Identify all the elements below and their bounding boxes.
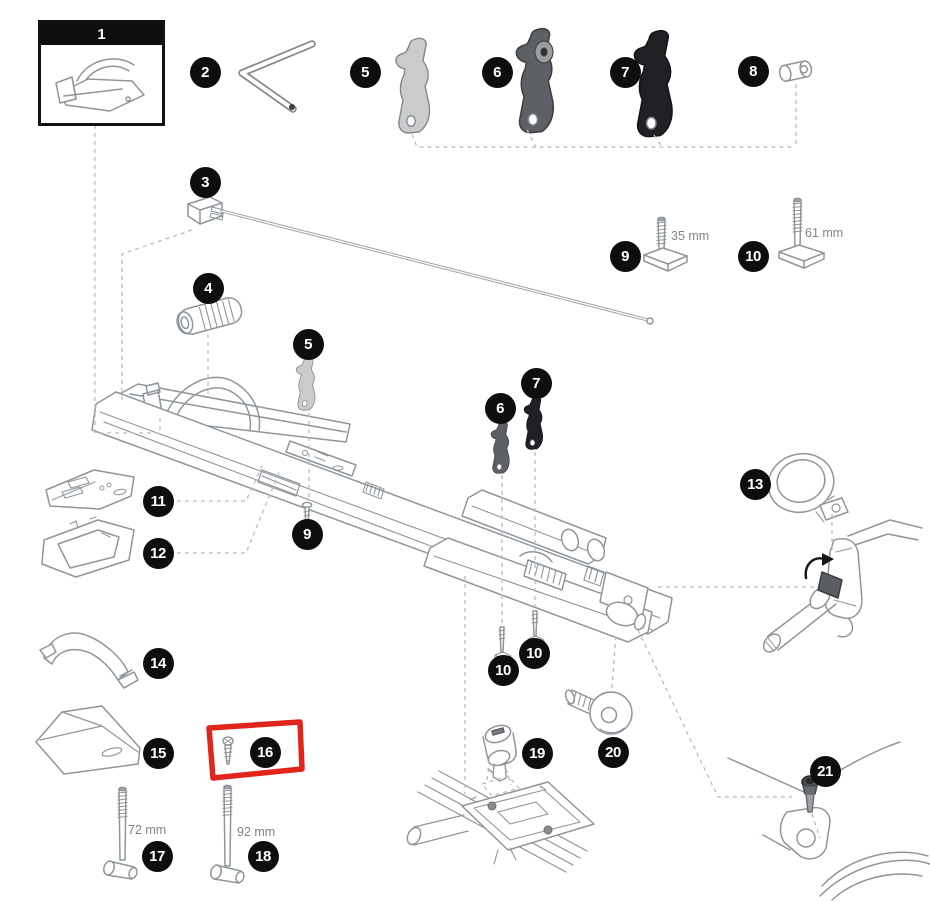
- hub-sub-assembly-drawing: [762, 519, 923, 653]
- part-badge-lockable-lever: 6: [481, 56, 513, 88]
- part-badge-gray-lever-mounted: 5: [292, 328, 324, 360]
- rack-rail-assembly-drawing: [91, 376, 673, 643]
- clamp-ring-drawing: [767, 452, 849, 523]
- leader-box1: [94, 125, 161, 434]
- part-badge-bolt-92mm: 18: [247, 840, 279, 872]
- boxed-part-1: 1: [38, 20, 165, 126]
- measurement-label-35-mm: 35 mm: [671, 229, 710, 243]
- part-badge-t-bolt-35mm: 9: [609, 240, 641, 272]
- part-badge-release-cable: 3: [189, 166, 221, 198]
- gray-lever-drawing: [395, 37, 431, 134]
- leader-lines: [94, 84, 833, 839]
- pin-bushing-drawing: [778, 60, 813, 82]
- leader-clamp13: [658, 514, 833, 588]
- part-badge-t-bolt-61mm-mounted-left: 10: [487, 654, 519, 686]
- bolt-92mm-drawing: [210, 784, 245, 884]
- measurement-label-92-mm: 92 mm: [237, 825, 276, 839]
- part-badge-adapter-plate: 11: [142, 485, 174, 517]
- highlight-box: [206, 719, 305, 781]
- gray-lever-mounted-drawing: [295, 356, 316, 411]
- adapter-plate-drawing: [45, 469, 135, 510]
- leader-lock19: [480, 767, 521, 797]
- wedge-block-drawing: [35, 705, 141, 775]
- boxed-part-sketch: [41, 45, 162, 123]
- part-badge-screw: 16: [249, 736, 281, 768]
- part-badge-black-lever: 7: [609, 56, 641, 88]
- black-lever-mounted-drawing: [523, 396, 544, 450]
- arch-bracket-drawing: [39, 632, 139, 689]
- lockable-lever-drawing: [515, 27, 555, 134]
- part-badge-gray-lever: 5: [349, 56, 381, 88]
- part-badge-t-bolt-61mm-mounted-right: 10: [518, 637, 550, 669]
- part-badge-bolt-72mm: 17: [141, 840, 173, 872]
- part-badge-socket-bolt: 21: [809, 755, 841, 787]
- part-badge-clamp-ring: 13: [739, 468, 771, 500]
- boxed-part-number: 1: [41, 23, 162, 45]
- socket-bolt-context-drawing: [727, 741, 930, 901]
- part-badge-t-bolt-35mm-mounted: 9: [291, 518, 323, 550]
- part-badge-pin-bushing: 8: [737, 55, 769, 87]
- t-bolt-61mm-drawing: [778, 197, 825, 269]
- part-badge-hex-key: 2: [189, 56, 221, 88]
- leader-bolt21: [637, 629, 821, 839]
- tension-knob-drawing: [564, 689, 633, 735]
- part-badge-t-bolt-61mm: 10: [737, 240, 769, 272]
- leader-plate12: [177, 469, 281, 554]
- part-badge-arch-bracket: 14: [142, 647, 174, 679]
- base-plate-assembly-drawing: [406, 770, 595, 873]
- part-badge-lockable-lever-mounted: 6: [484, 392, 516, 424]
- leader-lever-group: [408, 84, 797, 148]
- lock-cylinder-drawing: [482, 724, 517, 782]
- part-badge-black-lever-mounted: 7: [520, 367, 552, 399]
- leader-cable: [121, 229, 193, 400]
- part-badge-lock-cylinder: 19: [521, 737, 553, 769]
- t-bolt-35mm-drawing: [643, 216, 688, 272]
- measurement-label-61-mm: 61 mm: [805, 226, 844, 240]
- release-cable-drawing: [187, 196, 654, 325]
- adapter-frame-drawing: [41, 516, 135, 578]
- measurement-label-72-mm: 72 mm: [128, 823, 167, 837]
- screw-drawing: [222, 736, 234, 765]
- black-lever-drawing: [633, 29, 673, 138]
- part-badge-tension-knob: 20: [597, 736, 629, 768]
- hex-key-drawing: [238, 40, 316, 113]
- lockable-lever-mounted-drawing: [490, 421, 510, 474]
- part-badge-cable-grip: 4: [192, 272, 224, 304]
- bolt-72mm-drawing: [103, 786, 138, 880]
- part-badge-wedge-block: 15: [142, 737, 174, 769]
- leader-knob20: [611, 633, 617, 689]
- part-badge-adapter-frame: 12: [142, 537, 174, 569]
